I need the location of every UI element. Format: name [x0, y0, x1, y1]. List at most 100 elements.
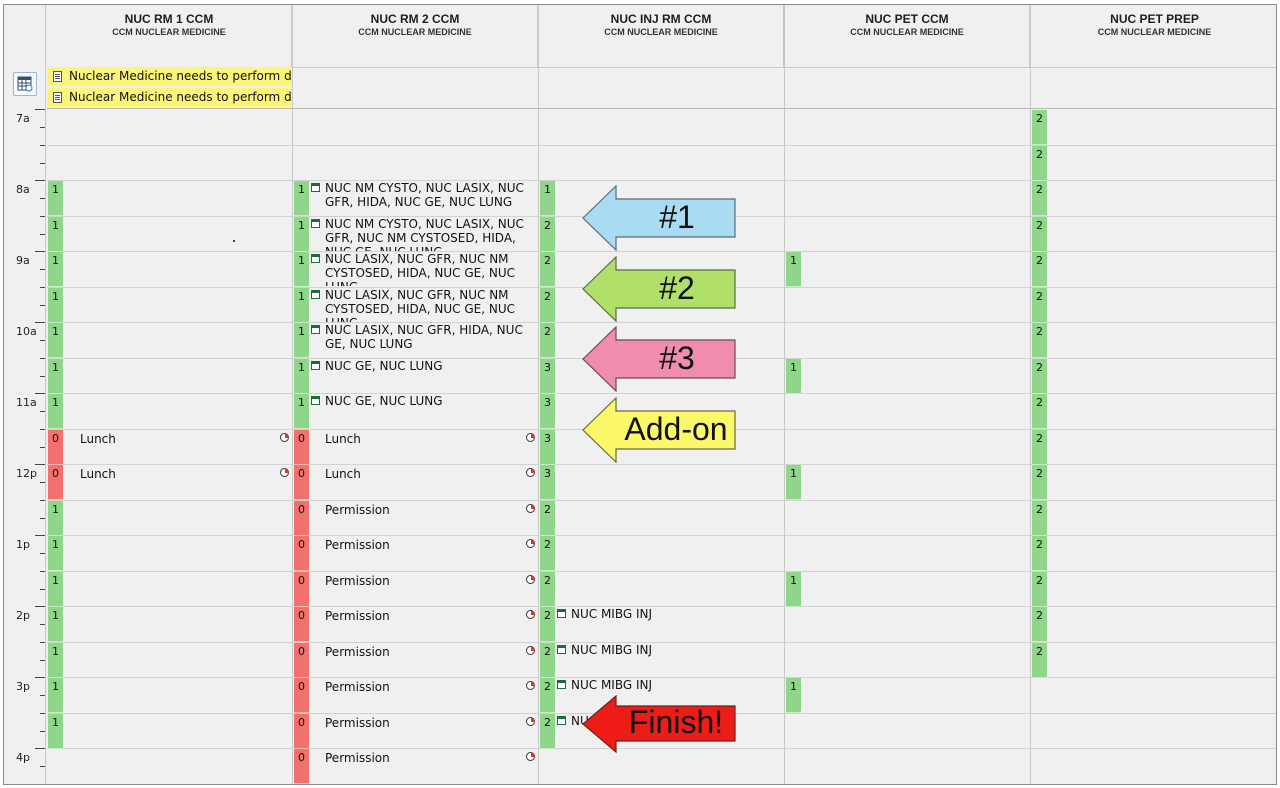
- capacity-bar[interactable]: 2: [1032, 181, 1047, 216]
- capacity-bar[interactable]: 3: [540, 359, 555, 394]
- capacity-bar[interactable]: 1: [294, 394, 309, 429]
- capacity-bar[interactable]: 2: [1032, 288, 1047, 323]
- capacity-bar[interactable]: 0: [294, 430, 309, 465]
- hour-label: 10a: [16, 325, 37, 338]
- calendar-view-button[interactable]: [13, 72, 37, 96]
- capacity-bar[interactable]: 1: [48, 323, 63, 358]
- capacity-bar[interactable]: 2: [1032, 572, 1047, 607]
- capacity-bar[interactable]: 1: [48, 678, 63, 713]
- capacity-bar[interactable]: 1: [48, 217, 63, 252]
- capacity-bar[interactable]: 2: [540, 288, 555, 323]
- appointment-text[interactable]: NUC MIBG INJ: [571, 607, 653, 621]
- capacity-bar[interactable]: 2: [540, 323, 555, 358]
- capacity-bar[interactable]: 0: [294, 749, 309, 784]
- schedule-grid: 7a 8a 9a 10a 11a 12p 1p 2p 3p 4p NUC RM …: [3, 4, 1277, 785]
- capacity-bar[interactable]: 0: [294, 643, 309, 678]
- appointment-text[interactable]: NUC LASIX, NUC GFR, NUC NM CYSTOSED, HID…: [325, 288, 515, 322]
- capacity-bar[interactable]: 1: [786, 359, 801, 394]
- appointment-text[interactable]: NUC LASIX, NUC GFR, HIDA, NUC GE, NUC LU…: [325, 323, 523, 351]
- capacity-bar[interactable]: 2: [540, 252, 555, 287]
- capacity-bar[interactable]: 2: [540, 678, 555, 713]
- appointment-text[interactable]: NUC LASIX, NUC GFR, NUC NM CYSTOSED, HID…: [325, 252, 515, 286]
- capacity-bar[interactable]: 0: [294, 465, 309, 500]
- capacity-bar[interactable]: 2: [1032, 146, 1047, 181]
- capacity-bar[interactable]: 1: [294, 181, 309, 216]
- row-divider: [1031, 251, 1276, 252]
- capacity-bar[interactable]: 2: [540, 572, 555, 607]
- capacity-bar[interactable]: 2: [1032, 607, 1047, 642]
- capacity-bar[interactable]: 2: [1032, 465, 1047, 500]
- capacity-bar[interactable]: 1: [786, 252, 801, 287]
- capacity-bar[interactable]: 0: [48, 465, 63, 500]
- capacity-bar[interactable]: 0: [294, 714, 309, 749]
- capacity-bar[interactable]: 1: [786, 572, 801, 607]
- capacity-bar[interactable]: 2: [540, 217, 555, 252]
- capacity-bar[interactable]: 0: [294, 678, 309, 713]
- capacity-bar[interactable]: 1: [540, 181, 555, 216]
- row-divider: [1031, 677, 1276, 678]
- capacity-bar[interactable]: 2: [1032, 643, 1047, 678]
- time-tick: [40, 482, 45, 483]
- capacity-bar[interactable]: 2: [1032, 501, 1047, 536]
- capacity-bar[interactable]: 2: [540, 643, 555, 678]
- capacity-bar[interactable]: 1: [48, 536, 63, 571]
- capacity-bar[interactable]: 1: [786, 465, 801, 500]
- capacity-bar[interactable]: 3: [540, 465, 555, 500]
- capacity-bar[interactable]: 3: [540, 394, 555, 429]
- appointment-text[interactable]: NUC MIBG INJ: [571, 678, 653, 692]
- capacity-bar[interactable]: 2: [1032, 359, 1047, 394]
- capacity-bar[interactable]: 1: [48, 252, 63, 287]
- capacity-bar[interactable]: 1: [786, 678, 801, 713]
- capacity-bar[interactable]: 2: [1032, 217, 1047, 252]
- row-divider: [47, 571, 292, 572]
- appointment-text[interactable]: NUC NM CYSTO, NUC LASIX, NUC GFR, NUC NM…: [325, 217, 524, 251]
- capacity-bar[interactable]: 1: [294, 217, 309, 252]
- capacity-bar[interactable]: 3: [540, 430, 555, 465]
- row-divider: [293, 535, 538, 536]
- capacity-bar[interactable]: 2: [1032, 110, 1047, 145]
- capacity-bar[interactable]: 1: [48, 572, 63, 607]
- capacity-bar[interactable]: 1: [48, 288, 63, 323]
- capacity-bar[interactable]: 2: [1032, 536, 1047, 571]
- appointment-text[interactable]: NUC NM CYSTO, NUC LASIX, NUC GFR, HIDA, …: [325, 181, 524, 209]
- capacity-bar[interactable]: 2: [540, 714, 555, 749]
- capacity-bar[interactable]: 1: [48, 394, 63, 429]
- capacity-bar[interactable]: 1: [48, 501, 63, 536]
- capacity-bar[interactable]: 1: [48, 643, 63, 678]
- capacity-bar[interactable]: 0: [294, 501, 309, 536]
- clock-icon: [526, 539, 535, 548]
- row-divider: [47, 251, 292, 252]
- appointment-text[interactable]: NUC GE, NUC LUNG: [325, 359, 443, 373]
- capacity-bar[interactable]: 0: [294, 572, 309, 607]
- capacity-bar[interactable]: 2: [540, 501, 555, 536]
- note-banner[interactable]: Nuclear Medicine needs to perform dai...: [47, 67, 292, 86]
- capacity-bar[interactable]: 0: [294, 607, 309, 642]
- capacity-bar[interactable]: 2: [1032, 323, 1047, 358]
- row-divider: [293, 180, 538, 181]
- capacity-bar[interactable]: 1: [294, 288, 309, 323]
- row-divider: [539, 606, 784, 607]
- capacity-bar[interactable]: 1: [48, 181, 63, 216]
- row-divider: [785, 145, 1030, 146]
- appointment-text[interactable]: NUC GE, NUC LUNG: [325, 394, 443, 408]
- capacity-bar[interactable]: 1: [294, 323, 309, 358]
- capacity-bar[interactable]: 1: [48, 714, 63, 749]
- capacity-count: 1: [544, 183, 551, 196]
- note-banner[interactable]: Nuclear Medicine needs to perform dai...: [47, 88, 292, 107]
- capacity-bar[interactable]: 2: [1032, 394, 1047, 429]
- capacity-bar[interactable]: 2: [540, 536, 555, 571]
- capacity-bar[interactable]: 1: [48, 607, 63, 642]
- appointment-text[interactable]: NUC MIBG INJ: [571, 643, 653, 657]
- capacity-bar[interactable]: 0: [294, 536, 309, 571]
- capacity-bar[interactable]: 0: [48, 430, 63, 465]
- capacity-bar[interactable]: 2: [1032, 252, 1047, 287]
- capacity-bar[interactable]: 1: [294, 252, 309, 287]
- capacity-bar[interactable]: 1: [294, 359, 309, 394]
- capacity-bar[interactable]: 1: [48, 359, 63, 394]
- capacity-bar[interactable]: 2: [540, 607, 555, 642]
- time-tick: [35, 180, 45, 181]
- capacity-bar[interactable]: 2: [1032, 430, 1047, 465]
- time-tick: [35, 109, 45, 110]
- time-tick: [40, 660, 45, 661]
- column-header-rm2: NUC RM 2 CCM CCM NUCLEAR MEDICINE: [293, 5, 538, 67]
